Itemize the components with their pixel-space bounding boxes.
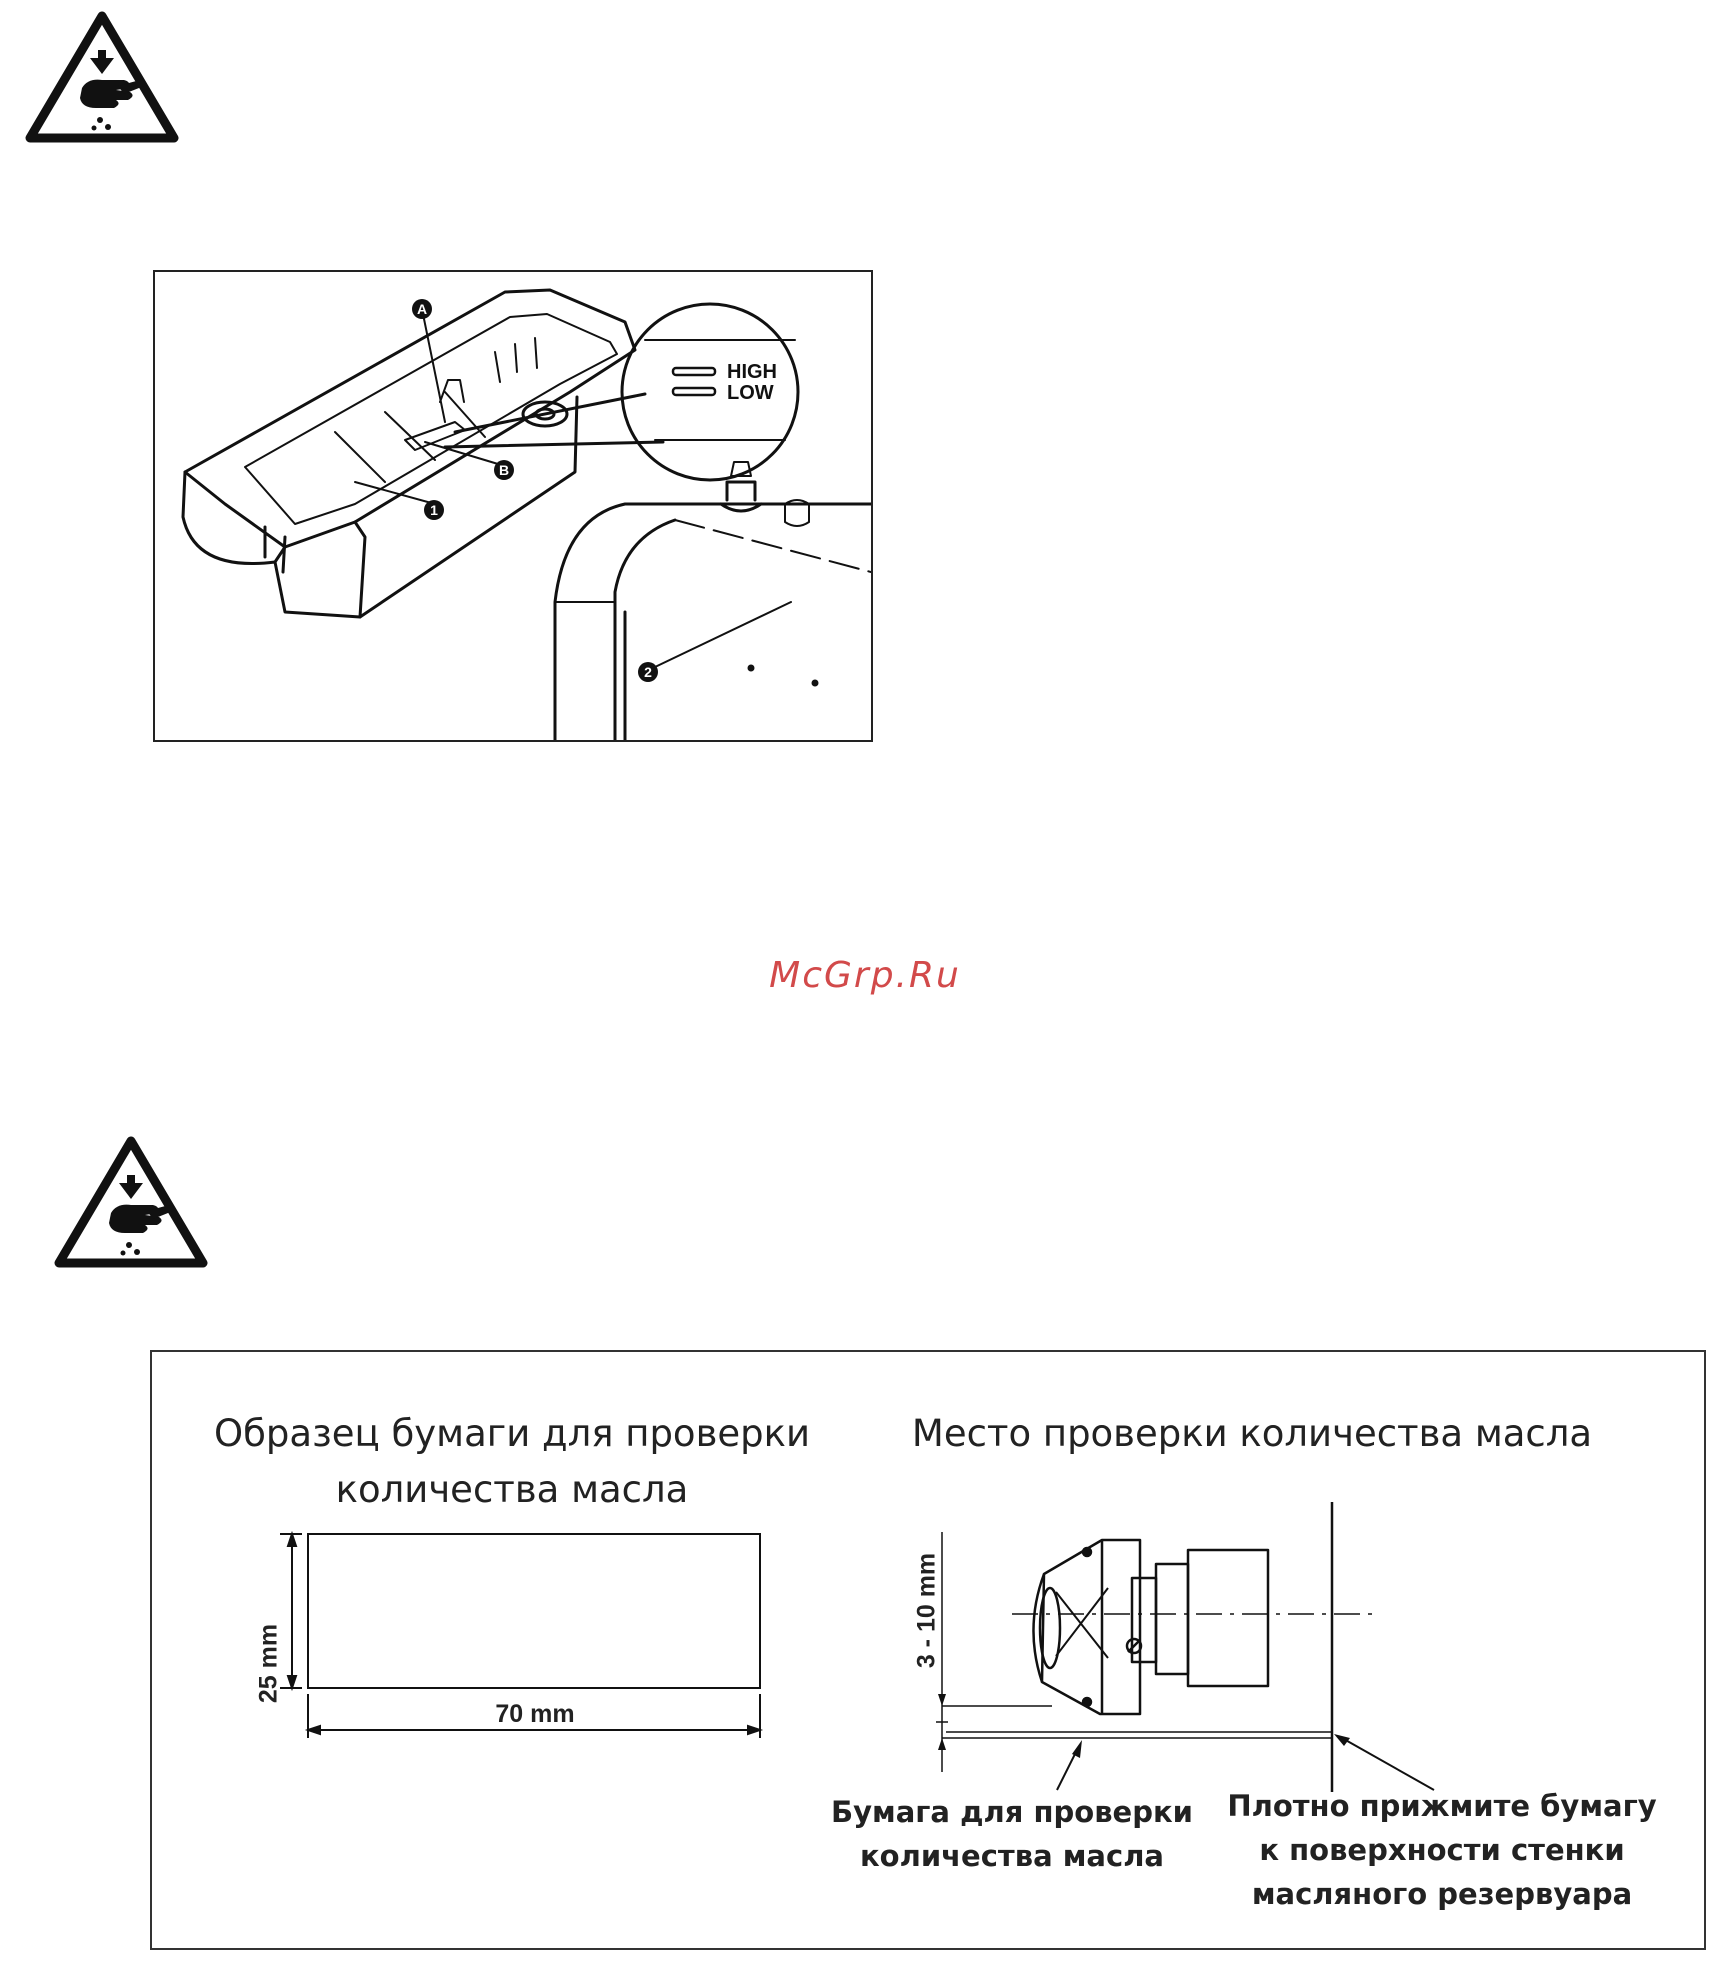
oil-reservoir-figure: A B 1 2 HIGH LOW [153, 270, 873, 742]
paper-sample-title: Образец бумаги для проверки количества м… [212, 1406, 812, 1518]
level-low-label: LOW [727, 382, 774, 404]
paper-sample-rectangle [308, 1534, 760, 1688]
check-location-title: Место проверки количества масла [872, 1406, 1632, 1462]
press-paper-instruction-line2: к поверхности стенки [1222, 1828, 1662, 1872]
press-paper-instruction-line1: Плотно прижмите бумагу [1222, 1784, 1662, 1828]
paper-sample-title-line2: количества масла [212, 1462, 812, 1518]
paper-sample-title-line1: Образец бумаги для проверки [212, 1406, 812, 1462]
dim-gap-label: 3 - 10 mm [913, 1536, 942, 1686]
press-paper-instruction-line3: масляного резервуара [1222, 1872, 1662, 1916]
oil-check-paper-label-line2: количества масла [812, 1834, 1212, 1878]
rotary-hook-drawing [932, 1492, 1452, 1822]
hand-crush-warning-icon [53, 1135, 209, 1269]
oil-reservoir-illustration: A B 1 2 HIGH LOW [155, 272, 871, 740]
oil-check-paper-label: Бумага для проверки количества масла [812, 1790, 1212, 1878]
hand-crush-warning-icon [24, 10, 180, 144]
oil-check-paper-figure: Образец бумаги для проверки количества м… [150, 1350, 1706, 1950]
paper-sample-drawing [232, 1520, 832, 1780]
callout-a-label: A [417, 301, 427, 317]
callout-1-label: 1 [430, 502, 438, 518]
dim-width-label: 70 mm [470, 1700, 600, 1729]
watermark-text: McGrp.Ru [700, 955, 1030, 996]
oil-check-paper-label-line1: Бумага для проверки [812, 1790, 1212, 1834]
dim-height-label: 25 mm [255, 1609, 284, 1719]
level-high-label: HIGH [727, 361, 777, 383]
callout-b-label: B [499, 462, 509, 478]
callout-2-label: 2 [644, 664, 652, 680]
press-paper-instruction: Плотно прижмите бумагу к поверхности сте… [1222, 1784, 1662, 1916]
